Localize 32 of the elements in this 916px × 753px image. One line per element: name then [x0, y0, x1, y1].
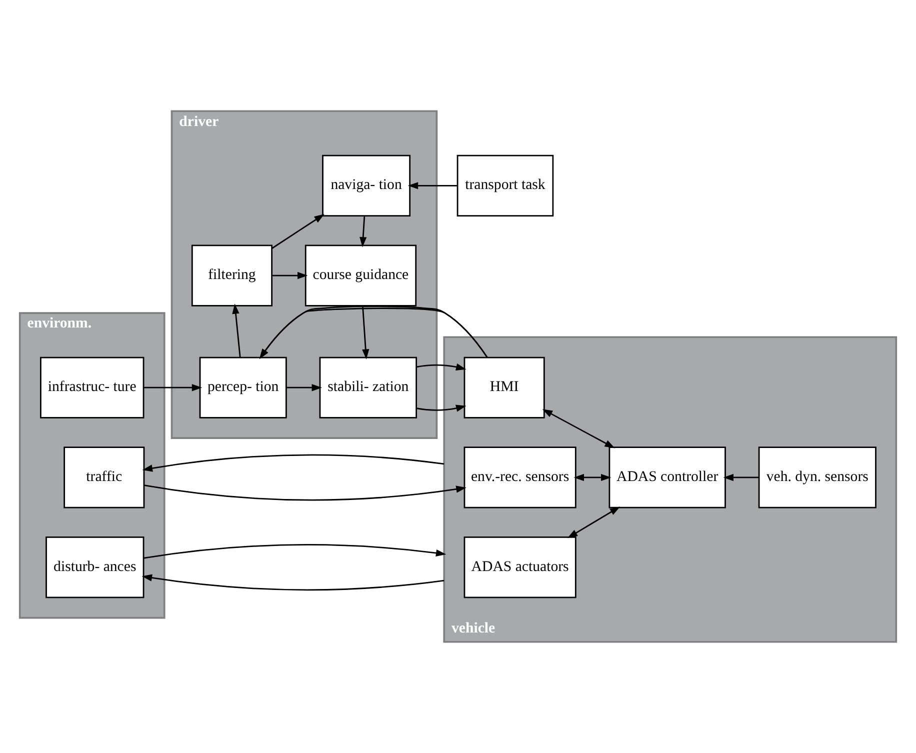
arrow — [144, 484, 466, 501]
node-box: veh. dyn. sensors — [758, 446, 876, 508]
node-box: ADAS controller — [608, 446, 726, 508]
arrow — [723, 474, 759, 482]
arrow — [286, 384, 322, 392]
arrow — [567, 506, 620, 538]
arrow — [259, 306, 488, 359]
node-box: ADAS actuators — [464, 536, 576, 598]
arrow — [232, 304, 241, 358]
node-box: transport task — [456, 154, 554, 216]
node-box: course guidance — [304, 244, 417, 306]
arrow — [360, 216, 367, 248]
node-box: percep- tion — [199, 356, 287, 418]
node-box: HMI — [464, 356, 545, 418]
arrow — [574, 474, 612, 482]
arrow — [272, 214, 324, 249]
arrow — [272, 272, 308, 280]
node-box: stabili- zation — [319, 356, 417, 418]
node-box: env.-rec. sensors — [464, 446, 576, 508]
arrow — [142, 454, 444, 472]
arrow — [142, 574, 444, 591]
node-box: infrastruc- ture — [40, 356, 144, 418]
arrow — [362, 306, 370, 360]
arrow — [144, 544, 446, 559]
arrow — [408, 182, 458, 190]
node-box: filtering — [191, 244, 272, 306]
arrow — [542, 409, 615, 448]
arrow — [144, 384, 202, 392]
node-box: naviga- tion — [322, 154, 411, 216]
node-box: disturb- ances — [46, 536, 144, 598]
arrow — [416, 364, 466, 412]
node-box: traffic — [64, 446, 145, 508]
